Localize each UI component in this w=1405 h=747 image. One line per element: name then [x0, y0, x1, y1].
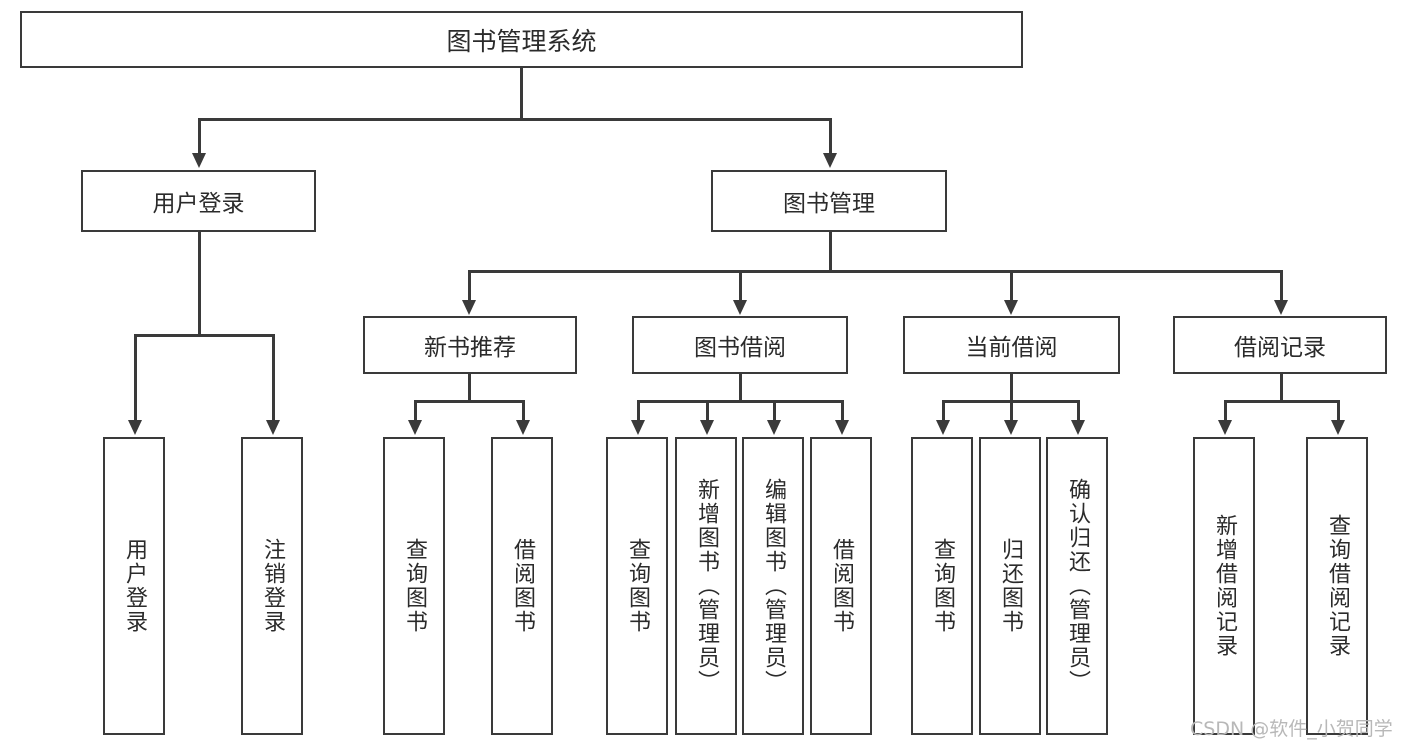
connector-current-to-leaf3 [1077, 400, 1080, 422]
connector-bookmgmt-to-current [1010, 270, 1013, 302]
watermark-csdn: CSDN @软件_小贺同学 [1190, 714, 1393, 741]
connector-bookmgmt-stem [829, 232, 832, 270]
arrow-borrow-to-leaf1 [631, 420, 645, 435]
connector-login-to-leaf2 [272, 334, 275, 422]
arrow-current-to-leaf2 [1004, 420, 1018, 435]
leaf-query-borrow-record[interactable]: 查询借阅记录 [1306, 437, 1368, 735]
leaf-add-borrow-record[interactable]: 新增借阅记录 [1193, 437, 1255, 735]
leaf-label: 新增借阅记录 [1212, 514, 1237, 658]
arrow-borrow-to-leaf4 [835, 420, 849, 435]
connector-newbook-fanbar [414, 400, 524, 403]
connector-login-stem [198, 232, 201, 334]
leaf-user-login[interactable]: 用户登录 [103, 437, 165, 735]
connector-current-to-leaf2 [1010, 400, 1013, 422]
arrow-bookmgmt-to-current [1004, 300, 1018, 315]
arrow-records-to-leaf1 [1218, 420, 1232, 435]
leaf-label: 新增图书（管理员） [694, 478, 719, 694]
leaf-borrow-book-recommend[interactable]: 借阅图书 [491, 437, 553, 735]
leaf-borrow-book[interactable]: 借阅图书 [810, 437, 872, 735]
connector-records-fanbar [1224, 400, 1339, 403]
leaf-label: 注销登录 [260, 538, 285, 634]
node-current-borrow[interactable]: 当前借阅 [903, 316, 1120, 374]
leaf-label: 确认归还（管理员） [1065, 478, 1090, 694]
leaf-edit-book-admin[interactable]: 编辑图书（管理员） [742, 437, 804, 735]
leaf-query-book[interactable]: 查询图书 [606, 437, 668, 735]
connector-bookmgmt-to-newbook [468, 270, 471, 302]
arrow-login-to-leaf2 [266, 420, 280, 435]
node-new-book-recommend[interactable]: 新书推荐 [363, 316, 577, 374]
arrow-records-to-leaf2 [1331, 420, 1345, 435]
node-borrow-records-label: 借阅记录 [1234, 335, 1326, 361]
arrow-bookmgmt-to-borrow [733, 300, 747, 315]
leaf-add-book-admin[interactable]: 新增图书（管理员） [675, 437, 737, 735]
leaf-label: 用户登录 [122, 538, 147, 634]
connector-records-to-leaf1 [1224, 400, 1227, 422]
connector-newbook-to-leaf1 [414, 400, 417, 422]
connector-borrow-fanbar [637, 400, 843, 403]
arrow-newbook-to-leaf1 [408, 420, 422, 435]
arrow-borrow-to-leaf2 [700, 420, 714, 435]
connector-borrow-to-leaf4 [841, 400, 844, 422]
connector-bookmgmt-to-records [1280, 270, 1283, 302]
arrow-current-to-leaf1 [936, 420, 950, 435]
arrow-root-to-bookmgmt [823, 153, 837, 168]
node-root[interactable]: 图书管理系统 [20, 11, 1023, 68]
arrow-root-to-login [192, 153, 206, 168]
connector-newbook-stem [468, 374, 471, 400]
leaf-label: 查询图书 [930, 538, 955, 634]
leaf-label: 编辑图书（管理员） [761, 478, 786, 694]
node-book-management[interactable]: 图书管理 [711, 170, 947, 232]
node-user-login-label: 用户登录 [152, 191, 245, 217]
arrow-newbook-to-leaf2 [516, 420, 530, 435]
connector-current-stem [1010, 374, 1013, 400]
node-current-borrow-label: 当前借阅 [965, 335, 1058, 361]
node-book-borrow[interactable]: 图书借阅 [632, 316, 848, 374]
connector-borrow-to-leaf3 [773, 400, 776, 422]
arrow-bookmgmt-to-records [1274, 300, 1288, 315]
node-book-management-label: 图书管理 [783, 191, 875, 217]
leaf-label: 查询图书 [402, 538, 427, 634]
arrow-borrow-to-leaf3 [767, 420, 781, 435]
leaf-label: 借阅图书 [829, 538, 854, 634]
arrow-current-to-leaf3 [1071, 420, 1085, 435]
connector-bookmgmt-to-borrow [739, 270, 742, 302]
connector-borrow-to-leaf2 [706, 400, 709, 422]
leaf-query-book-current[interactable]: 查询图书 [911, 437, 973, 735]
connector-root-fanbar [198, 118, 831, 121]
connector-borrow-to-leaf1 [637, 400, 640, 422]
connector-records-to-leaf2 [1337, 400, 1340, 422]
leaf-logout[interactable]: 注销登录 [241, 437, 303, 735]
connector-root-to-bookmgmt [829, 118, 832, 155]
connector-borrow-stem [739, 374, 742, 400]
leaf-confirm-return-admin[interactable]: 确认归还（管理员） [1046, 437, 1108, 735]
node-book-borrow-label: 图书借阅 [694, 335, 786, 361]
connector-root-stem [520, 68, 523, 118]
connector-login-to-leaf1 [134, 334, 137, 422]
connector-newbook-to-leaf2 [522, 400, 525, 422]
arrow-bookmgmt-to-newbook [462, 300, 476, 315]
connector-root-to-login [198, 118, 201, 155]
leaf-label: 查询借阅记录 [1325, 514, 1350, 658]
leaf-query-book-recommend[interactable]: 查询图书 [383, 437, 445, 735]
node-borrow-records[interactable]: 借阅记录 [1173, 316, 1387, 374]
connector-bookmgmt-fanbar [468, 270, 1280, 273]
leaf-label: 借阅图书 [510, 538, 535, 634]
leaf-return-book[interactable]: 归还图书 [979, 437, 1041, 735]
node-new-book-recommend-label: 新书推荐 [424, 335, 516, 361]
connector-current-to-leaf1 [942, 400, 945, 422]
node-root-label: 图书管理系统 [446, 26, 597, 56]
leaf-label: 查询图书 [625, 538, 650, 634]
leaf-label: 归还图书 [998, 538, 1023, 634]
arrow-login-to-leaf1 [128, 420, 142, 435]
watermark-text: CSDN @软件_小贺同学 [1190, 718, 1393, 740]
connector-records-stem [1280, 374, 1283, 400]
node-user-login[interactable]: 用户登录 [81, 170, 316, 232]
connector-login-fanbar [134, 334, 274, 337]
